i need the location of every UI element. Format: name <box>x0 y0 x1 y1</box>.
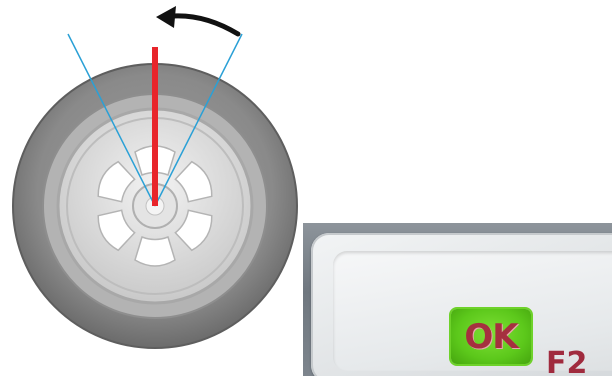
key-bevel: OK F2 <box>311 233 612 376</box>
ok-f2-key[interactable]: OK F2 <box>333 251 612 371</box>
f2-label: F2 <box>546 346 587 376</box>
f2-ok-key-closeup: OK F2 <box>303 223 612 376</box>
ok-badge: OK <box>451 309 531 364</box>
wheel-icon <box>0 0 310 376</box>
wheel-illustration <box>0 0 310 376</box>
ok-label: OK <box>464 317 517 357</box>
rotate-counterclockwise-arrow-icon <box>156 6 238 34</box>
